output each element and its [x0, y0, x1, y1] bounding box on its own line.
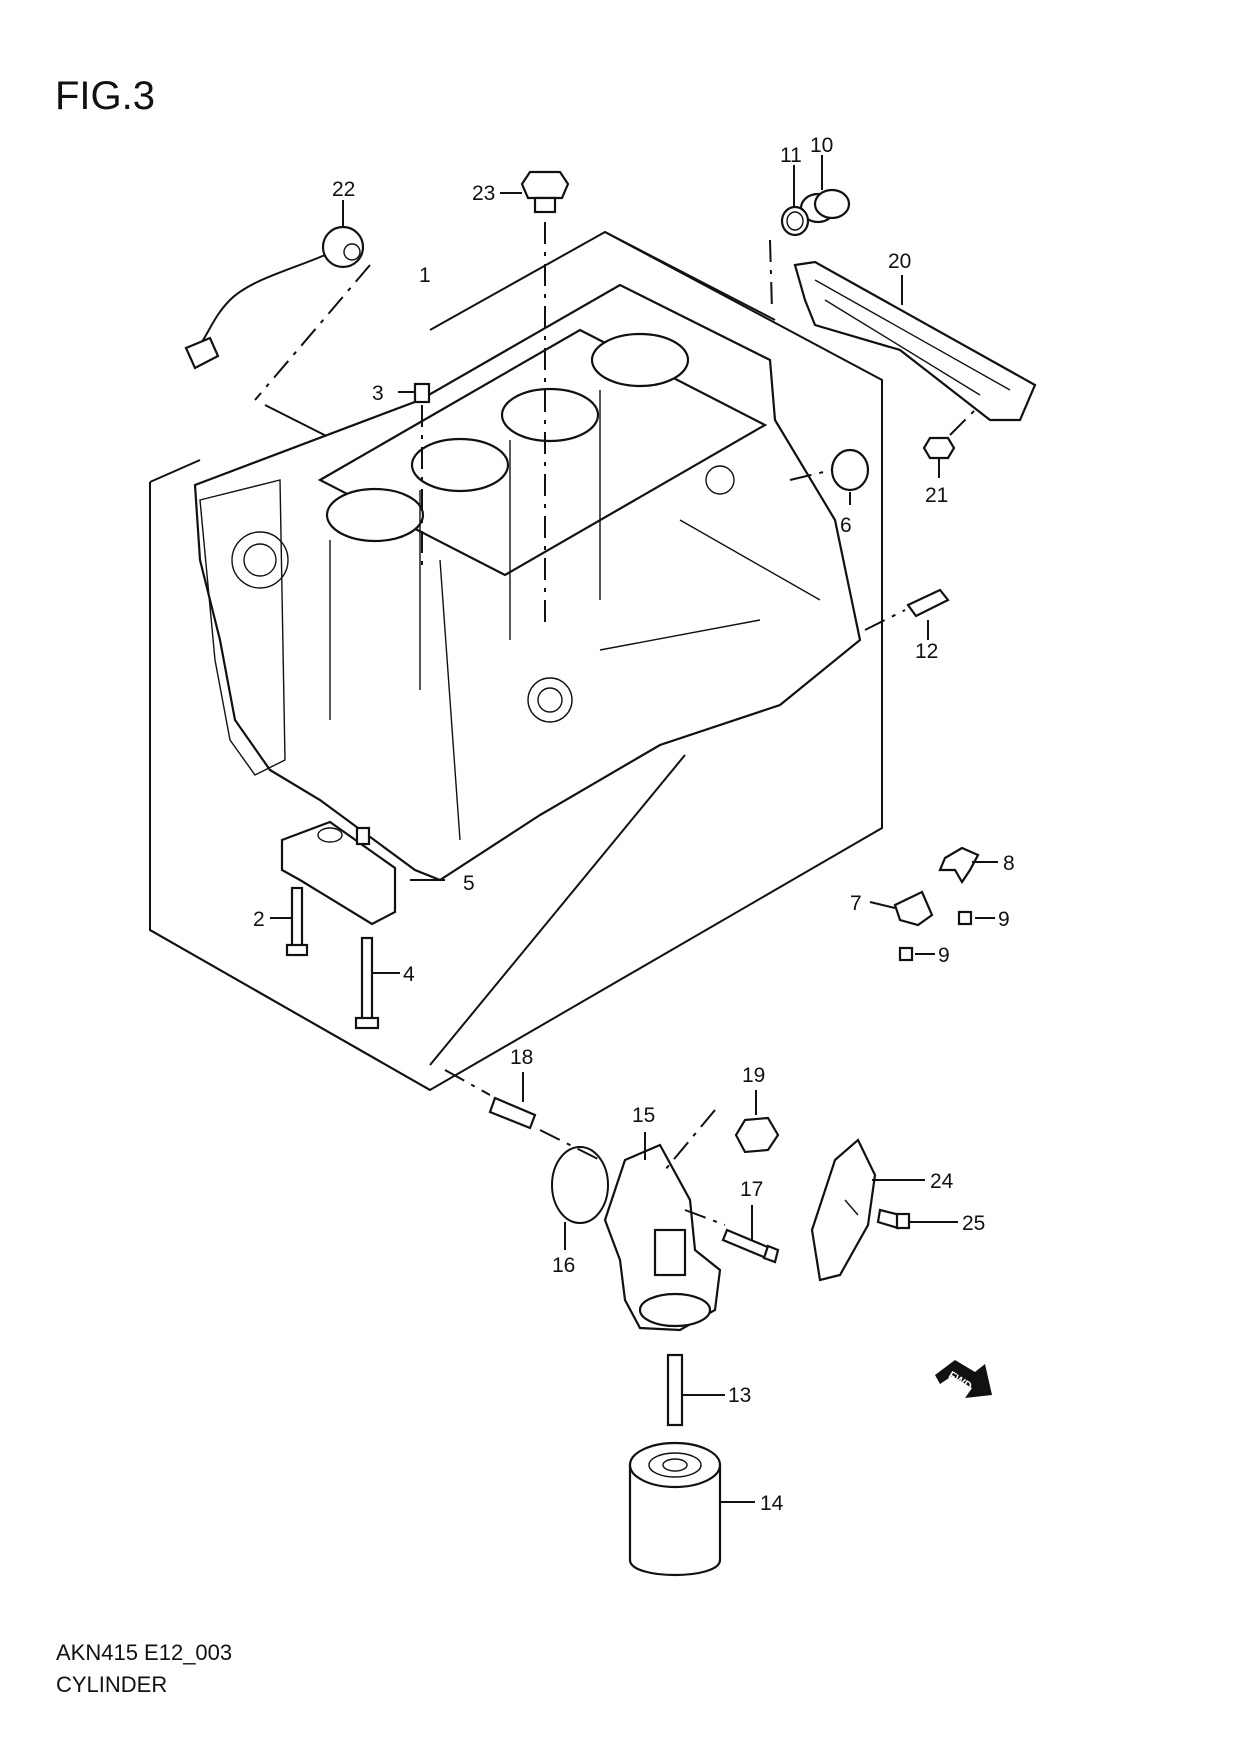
callout-5: 5	[463, 872, 475, 895]
callout-17: 17	[740, 1178, 763, 1201]
callout-8: 8	[1003, 852, 1015, 875]
cover-gasket	[793, 260, 1037, 422]
callout-25: 25	[962, 1212, 985, 1235]
dowel-pin-18	[444, 1069, 537, 1130]
callout-23: 23	[472, 182, 495, 205]
nut-19	[734, 1090, 780, 1154]
forward-arrow-icon: FWD	[935, 1360, 992, 1398]
o-ring	[539, 1129, 609, 1250]
bolt-17	[721, 1205, 780, 1264]
stud-13	[666, 1353, 725, 1427]
diagram-name: CYLINDER	[56, 1672, 168, 1697]
callout-9-lower: 9	[938, 944, 950, 967]
dowel-pin-12	[864, 588, 950, 640]
bolt-21	[922, 409, 976, 478]
oil-filter-bracket	[603, 1109, 726, 1332]
callout-19: 19	[742, 1064, 765, 1087]
plug-and-gasket	[769, 155, 851, 311]
assembly-group-outline	[149, 230, 883, 1092]
callout-24: 24	[930, 1170, 954, 1193]
diagram-code: AKN415 E12_003	[56, 1640, 233, 1665]
callout-4: 4	[403, 963, 415, 986]
bearing-cap	[280, 820, 445, 926]
callout-22: 22	[332, 178, 355, 201]
bolt-4	[354, 936, 400, 1030]
callout-21: 21	[925, 484, 948, 507]
callout-13: 13	[728, 1384, 751, 1407]
callout-12: 12	[915, 640, 938, 663]
callout-14: 14	[760, 1492, 784, 1515]
callout-20: 20	[888, 250, 911, 273]
brackets-7-8	[869, 846, 998, 962]
callout-16: 16	[552, 1254, 575, 1277]
callout-3: 3	[372, 382, 384, 405]
oil-filter	[628, 1441, 755, 1577]
callout-15: 15	[632, 1104, 655, 1127]
knock-sensor	[184, 200, 371, 401]
callout-labels: 1 2 3 4 5 6 7 8 9 9 10 11 12 13 14 15 16…	[253, 134, 1015, 1515]
cylinder-block	[193, 283, 862, 882]
plug-3	[398, 382, 431, 565]
callout-11: 11	[780, 144, 802, 167]
oil-pressure-switch	[500, 170, 570, 630]
callout-9-upper: 9	[998, 908, 1010, 931]
callout-1: 1	[419, 264, 431, 287]
callout-7: 7	[850, 892, 862, 915]
callout-6: 6	[840, 514, 852, 537]
callout-18: 18	[510, 1046, 533, 1069]
cup-plug	[789, 448, 870, 505]
bolt-2	[270, 886, 309, 957]
callout-10: 10	[810, 134, 833, 157]
shield-24	[810, 1138, 958, 1282]
callout-2: 2	[253, 908, 265, 931]
figure-title: FIG.3	[55, 74, 156, 118]
